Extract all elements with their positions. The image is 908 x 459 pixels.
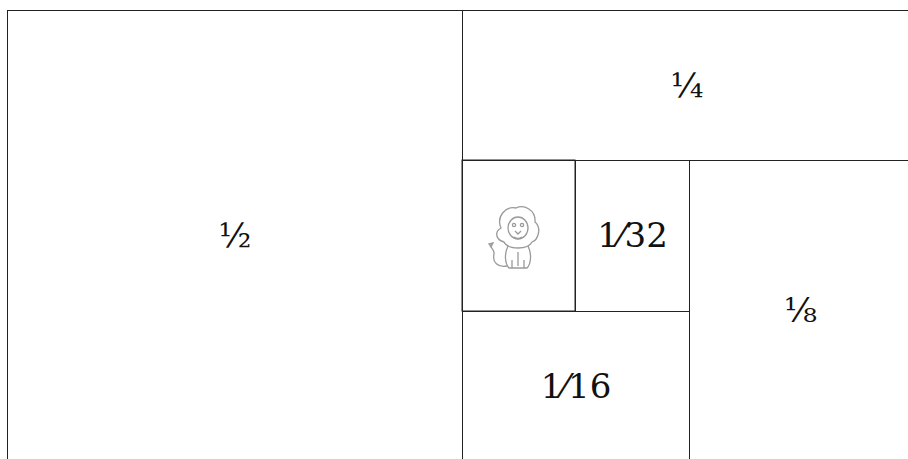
fraction-box: ⅛ [689,160,908,459]
fraction-box: 1⁄16 [462,311,690,459]
fraction-label: 1⁄16 [541,368,612,405]
fraction-label: ½ [219,217,252,254]
fraction-box: 1⁄32 [575,160,690,312]
fraction-label: ⅛ [784,292,817,329]
fraction-label: 1⁄32 [597,217,668,254]
fraction-box: ¼ [462,10,908,161]
lion-figure [489,207,539,268]
fraction-box: ½ [7,10,463,459]
fraction-label: ¼ [671,67,704,104]
lion-cell [462,160,575,311]
